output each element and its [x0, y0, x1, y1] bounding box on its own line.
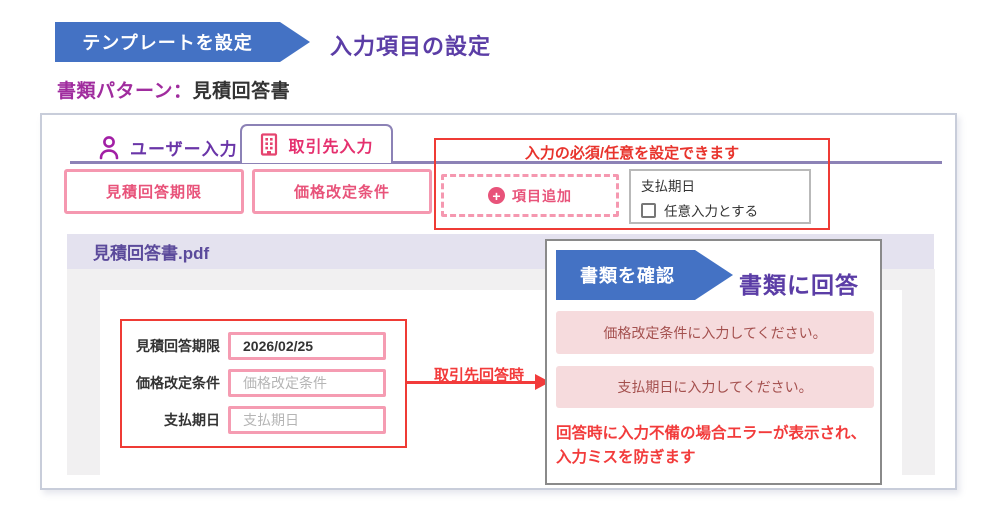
- validation-alert-payment-due: 支払期日に入力してください。: [556, 366, 874, 408]
- check-documents-banner-label: 書類を確認: [580, 266, 675, 286]
- add-item-button[interactable]: + 項目追加: [441, 174, 619, 217]
- arrow-label-partner-response: 取引先回答時: [433, 367, 524, 384]
- form-fields-highlight-box: 見積回答期限 価格改定条件 支払期日: [120, 319, 407, 448]
- document-pattern-label: 書類パターン：: [57, 81, 193, 102]
- step-banner-label: テンプレートを設定: [82, 33, 253, 53]
- tab-partner-input-label: 取引先入力: [288, 138, 374, 156]
- optional-field-name: 支払期日: [641, 179, 695, 194]
- building-icon: [259, 133, 279, 156]
- respond-documents-title: 書類に回答: [739, 272, 859, 298]
- form-label-price-revision: 価格改定条件: [136, 375, 220, 391]
- form-row-price-revision: 価格改定条件: [126, 369, 395, 397]
- error-prevention-note-line1: 回答時に入力不備の場合エラーが表示され、: [556, 425, 867, 442]
- response-preview-panel: 書類を確認 書類に回答 価格改定条件に入力してください。 支払期日に入力してくだ…: [545, 239, 882, 485]
- field-chip-price-revision[interactable]: 価格改定条件: [252, 169, 432, 214]
- arrow-shaft: [407, 381, 537, 384]
- form-label-quote-deadline: 見積回答期限: [136, 338, 220, 354]
- tab-user-input[interactable]: ユーザー入力: [97, 130, 238, 164]
- field-chip-quote-deadline[interactable]: 見積回答期限: [64, 169, 244, 214]
- annotation-title: 入力の必須/任意を設定できます: [524, 145, 740, 162]
- form-row-quote-deadline: 見積回答期限: [126, 332, 395, 360]
- page-title: 入力項目の設定: [330, 34, 492, 59]
- optional-checkbox-label: 任意入力とする: [664, 204, 759, 219]
- input-price-revision[interactable]: [228, 369, 386, 397]
- optional-checkbox[interactable]: [641, 202, 656, 218]
- document-pattern-value: 見積回答書: [192, 81, 291, 102]
- input-quote-deadline[interactable]: [228, 332, 386, 360]
- plus-icon: +: [488, 187, 505, 204]
- user-icon: [97, 134, 121, 160]
- check-documents-banner: 書類を確認: [556, 250, 733, 300]
- error-prevention-note-line2: 入力ミスを防ぎます: [556, 449, 696, 467]
- tab-underline: [70, 161, 942, 164]
- document-pattern: 書類パターン：見積回答書: [57, 76, 290, 103]
- error-prevention-note: 回答時に入力不備の場合エラーが表示され、 入力ミスを防ぎます: [556, 422, 880, 470]
- pdf-filename: 見積回答書.pdf: [93, 244, 210, 263]
- tab-user-input-label: ユーザー入力: [130, 139, 238, 159]
- settings-card: ユーザー入力 取引先入力 見積回答期限 価格改定条件 入力の必須/任意を設定でき…: [40, 113, 957, 490]
- optional-setting-box: 支払期日 任意入力とする: [629, 169, 811, 224]
- step-banner-template-setup: テンプレートを設定: [55, 22, 310, 62]
- optional-checkbox-row: 任意入力とする: [641, 200, 799, 220]
- annotation-required-optional: 入力の必須/任意を設定できます + 項目追加 支払期日 任意入力とする: [434, 138, 830, 230]
- input-payment-due[interactable]: [228, 406, 386, 434]
- validation-alert-price-revision: 価格改定条件に入力してください。: [556, 311, 874, 354]
- form-row-payment-due: 支払期日: [126, 406, 395, 434]
- add-item-label: 項目追加: [512, 187, 572, 204]
- form-label-payment-due: 支払期日: [164, 412, 220, 428]
- tab-partner-input[interactable]: 取引先入力: [240, 124, 393, 163]
